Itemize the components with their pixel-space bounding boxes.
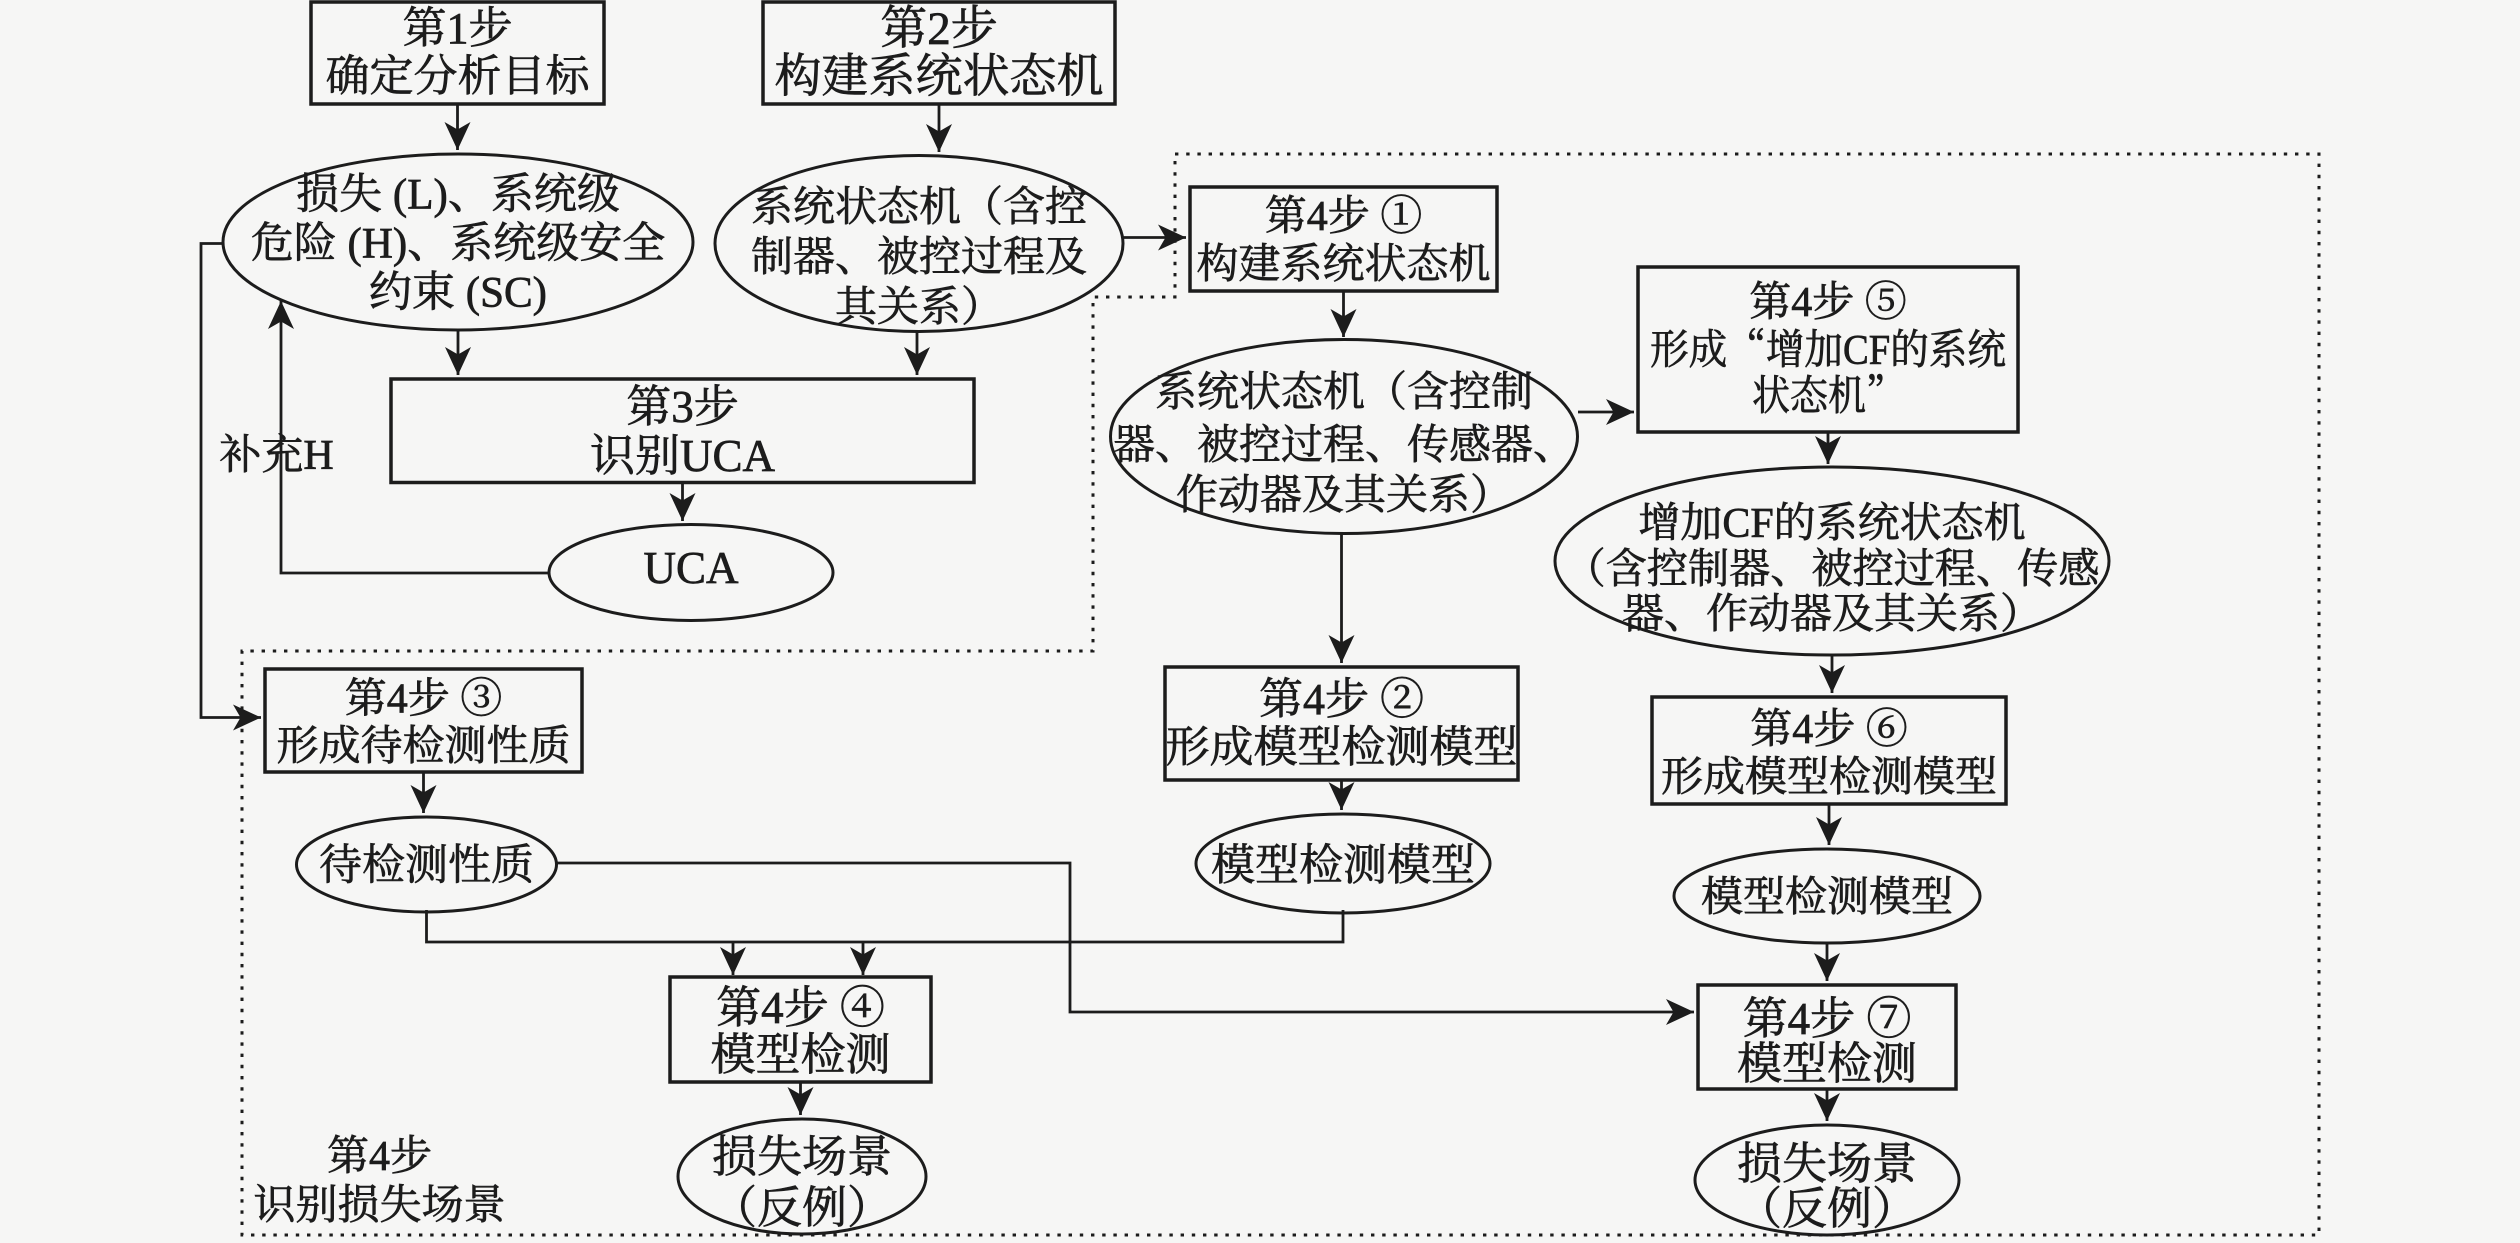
- svg-text:形成模型检测模型: 形成模型检测模型: [1166, 723, 1518, 772]
- svg-text:构建系统状态机: 构建系统状态机: [1196, 242, 1490, 288]
- svg-text:第4步 ⑦: 第4步 ⑦: [1743, 994, 1912, 1044]
- svg-text:模型检测: 模型检测: [1737, 1039, 1917, 1089]
- svg-text:损失场景: 损失场景: [712, 1132, 892, 1182]
- svg-text:器、被控过程、传感器、: 器、被控过程、传感器、: [1113, 423, 1575, 469]
- svg-text:（含控制器、被控过程、传感: （含控制器、被控过程、传感: [1565, 547, 2100, 593]
- svg-text:UCA: UCA: [643, 543, 739, 593]
- svg-text:第4步 ⑤: 第4步 ⑤: [1749, 280, 1907, 326]
- svg-text:识别损失场景: 识别损失场景: [253, 1183, 505, 1229]
- svg-text:形成待检测性质: 形成待检测性质: [276, 724, 570, 770]
- svg-text:系统状态机（含控制: 系统状态机（含控制: [1155, 370, 1533, 416]
- svg-text:（反例）: （反例）: [712, 1183, 892, 1233]
- svg-text:识别UCA: 识别UCA: [590, 431, 776, 481]
- svg-text:危险 (H)、系统级安全: 危险 (H)、系统级安全: [251, 221, 665, 268]
- svg-text:第4步 ③: 第4步 ③: [345, 677, 503, 723]
- svg-text:待检测性质: 待检测性质: [319, 843, 534, 890]
- svg-text:系统状态机（含控: 系统状态机（含控: [751, 185, 1087, 231]
- svg-text:第1步: 第1步: [403, 4, 513, 53]
- svg-text:第4步 ②: 第4步 ②: [1259, 675, 1424, 724]
- svg-text:确定分析目标: 确定分析目标: [326, 52, 590, 101]
- svg-text:作动器及其关系）: 作动器及其关系）: [1176, 473, 1512, 519]
- svg-text:第4步 ⑥: 第4步 ⑥: [1750, 707, 1908, 753]
- svg-text:其关系）: 其关系）: [835, 285, 1003, 331]
- svg-text:构建系统状态机: 构建系统状态机: [775, 51, 1104, 103]
- svg-text:第2步: 第2步: [880, 3, 998, 55]
- svg-text:第4步: 第4步: [327, 1134, 432, 1180]
- svg-text:损失 (L)、系统级: 损失 (L)、系统级: [296, 172, 620, 219]
- svg-text:第4步 ①: 第4步 ①: [1265, 194, 1423, 240]
- svg-text:器、作动器及其关系）: 器、作动器及其关系）: [1622, 592, 2042, 638]
- svg-text:损失场景: 损失场景: [1737, 1139, 1917, 1189]
- svg-text:模型检测模型: 模型检测模型: [1701, 875, 1953, 921]
- svg-text:（反例）: （反例）: [1737, 1184, 1917, 1234]
- svg-text:形成模型检测模型: 形成模型检测模型: [1661, 755, 1997, 801]
- svg-text:补充H: 补充H: [219, 433, 333, 479]
- svg-text:增加CF的系统状态机: 增加CF的系统状态机: [1638, 501, 2025, 547]
- svg-text:模型检测模型: 模型检测模型: [1211, 841, 1475, 890]
- svg-text:模型检测: 模型检测: [710, 1030, 890, 1080]
- svg-text:第3步: 第3步: [626, 382, 739, 432]
- svg-text:第4步 ④: 第4步 ④: [716, 983, 885, 1033]
- svg-text:制器、被控过程及: 制器、被控过程及: [751, 235, 1087, 281]
- svg-text:约束 (SC): 约束 (SC): [369, 270, 547, 317]
